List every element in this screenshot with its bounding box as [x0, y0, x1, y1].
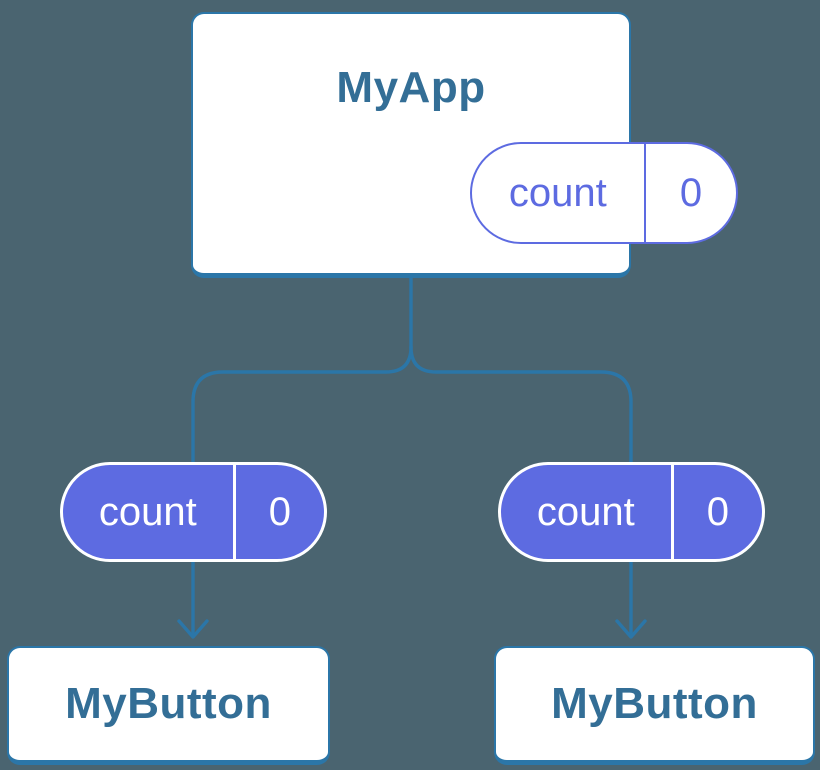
- prop-key-label: count: [536, 490, 635, 534]
- prop-value-label: 0: [268, 490, 291, 534]
- prop-pill-left: count 0: [60, 462, 327, 562]
- branch-left-line: [191, 345, 413, 635]
- arrowhead-left-icon: [177, 619, 209, 639]
- branch-right-line: [409, 345, 633, 635]
- pill-divider: [670, 465, 674, 559]
- component-node-child-right: MyButton: [494, 646, 815, 765]
- pill-divider: [643, 144, 647, 242]
- arrowhead-right-icon: [615, 619, 647, 639]
- prop-key-label: count: [98, 490, 197, 534]
- pill-divider: [232, 465, 236, 559]
- prop-pill-right: count 0: [498, 462, 765, 562]
- state-value-label: 0: [679, 171, 703, 215]
- state-pill-root: count 0: [470, 142, 738, 244]
- component-node-child-left: MyButton: [7, 646, 330, 765]
- component-label-child-left: MyButton: [65, 679, 272, 728]
- component-label-child-right: MyButton: [551, 679, 758, 728]
- state-key-label: count: [508, 171, 607, 215]
- component-node-root: MyApp count 0: [191, 12, 738, 278]
- component-label-root: MyApp: [336, 63, 486, 112]
- prop-value-label: 0: [706, 490, 729, 534]
